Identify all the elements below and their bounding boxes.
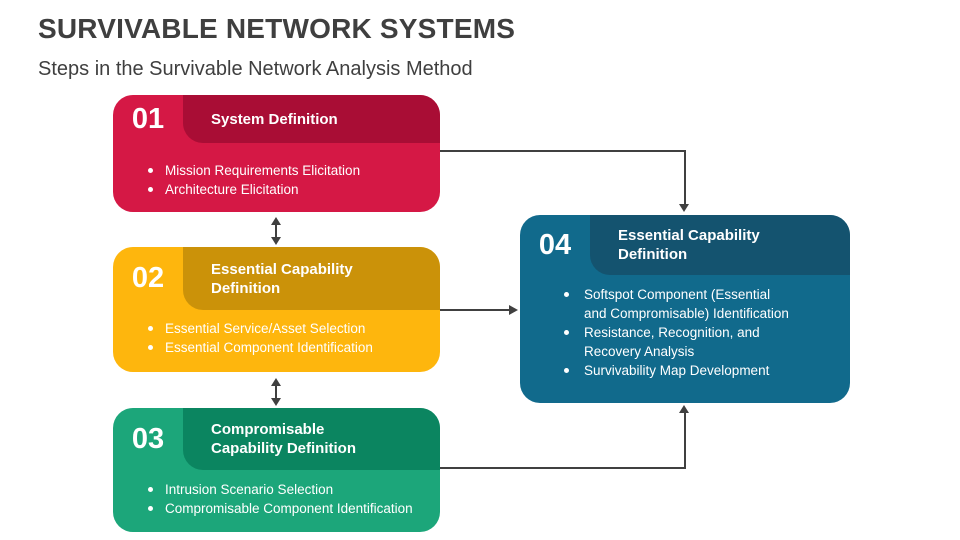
step-01-number: 01 [131,102,165,135]
arrowhead-down-to-03 [271,398,281,406]
bullet-item: Essential Service/Asset Selection [148,319,428,338]
step-02-header: Essential Capability Definition [183,247,440,310]
bullet-item: Softspot Component (Essential and Compro… [564,285,795,323]
connector-01-04-vertical [684,150,686,206]
bullet-item: Survivability Map Development [564,361,795,380]
step-03-number: 03 [131,422,165,455]
step-card-04: Essential Capability Definition 04 Softs… [520,215,850,403]
connector-02-04-horizontal [440,309,510,311]
arrowhead-down-to-02 [271,237,281,245]
arrowhead-right-into-04 [509,305,518,315]
slide-subtitle: Steps in the Survivable Network Analysis… [38,58,473,80]
arrowhead-up-into-04 [679,405,689,413]
step-card-03: Compromisable Capability Definition 03 I… [113,408,440,532]
step-03-bullets: Intrusion Scenario Selection Compromisab… [148,480,428,518]
bullet-item: Compromisable Component Identification [148,499,428,518]
step-card-01: System Definition 01 Mission Requirement… [113,95,440,212]
step-02-title: Essential Capability Definition [211,260,353,297]
arrowhead-down-into-04 [679,204,689,212]
step-03-title: Compromisable Capability Definition [211,421,357,457]
step-03-header: Compromisable Capability Definition [183,408,440,470]
connector-03-04-horizontal [440,467,686,469]
step-04-number: 04 [538,228,572,261]
bullet-item: Resistance, Recognition, and Recovery An… [564,323,795,361]
step-01-header: System Definition [183,95,440,143]
step-01-bullets: Mission Requirements Elicitation Archite… [148,161,428,199]
bullet-item: Essential Component Identification [148,338,428,357]
connector-02-03-shaft [275,384,277,400]
slide-title: SURVIVABLE NETWORK SYSTEMS [38,13,516,44]
connector-03-04-vertical [684,413,686,469]
arrowhead-up-to-02 [271,378,281,386]
step-02-bullets: Essential Service/Asset Selection Essent… [148,319,428,357]
step-02-number: 02 [131,262,165,294]
arrowhead-up-to-01 [271,217,281,225]
step-04-header: Essential Capability Definition [590,215,850,275]
bullet-item: Intrusion Scenario Selection [148,480,428,499]
step-01-title: System Definition [211,110,338,128]
connector-01-02-shaft [275,223,277,239]
step-04-title: Essential Capability Definition [618,227,760,263]
bullet-item: Mission Requirements Elicitation [148,161,428,180]
bullet-item: Architecture Elicitation [148,180,428,199]
connector-01-04-horizontal [440,150,686,152]
step-04-bullets: Softspot Component (Essential and Compro… [564,285,795,380]
step-card-02: Essential Capability Definition 02 Essen… [113,247,440,372]
